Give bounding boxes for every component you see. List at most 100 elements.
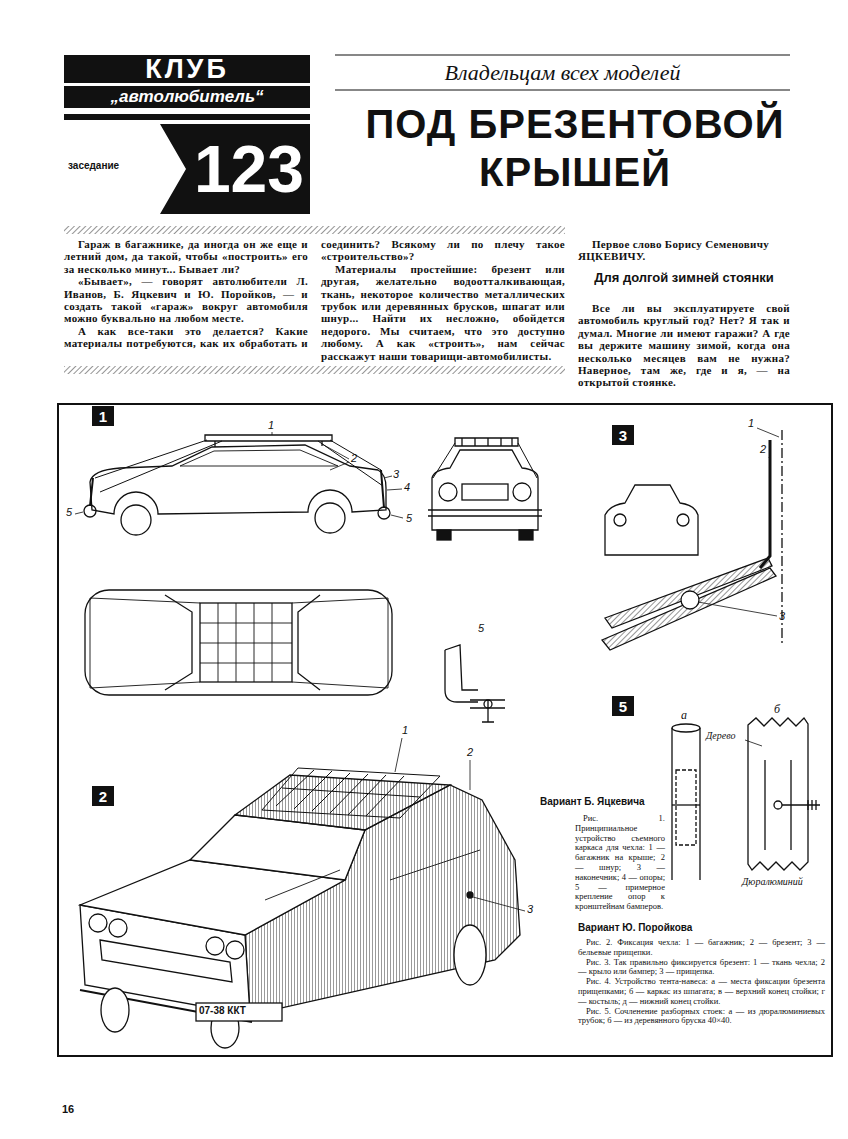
- line-art: [196, 1003, 282, 1021]
- line-art: [85, 590, 392, 695]
- line-art: [782, 800, 820, 810]
- figure-caption: Рис. 2. Фиксация чехла: 1 — багажник; 2 …: [578, 938, 825, 958]
- figure-caption: Рис. 1. Принципиальное устройство съемно…: [575, 814, 665, 912]
- line-art: [90, 445, 386, 514]
- callout-number: 5: [66, 506, 72, 518]
- club-plate: КЛУБ: [64, 55, 310, 83]
- line-art: [681, 591, 699, 609]
- line-art: [109, 919, 127, 937]
- line-art: [672, 728, 700, 880]
- callout-number: 3: [779, 610, 785, 622]
- line-art: [455, 438, 518, 446]
- line-art: [748, 718, 808, 870]
- line-art: [432, 450, 538, 530]
- callout-number: 1: [748, 417, 754, 429]
- node-text: 3: [619, 427, 627, 444]
- line-art: [335, 54, 790, 55]
- line-art: [760, 440, 770, 568]
- page-number: 16: [62, 1103, 74, 1115]
- callout-number: 4: [404, 481, 410, 493]
- line-art: [84, 505, 96, 517]
- figure-number-box: 1: [92, 406, 114, 426]
- line-art: [462, 484, 508, 500]
- line-art: [200, 603, 292, 682]
- license-plate: 07-38 ККТ: [199, 1005, 246, 1016]
- line-art: [437, 530, 451, 540]
- callout-number: 5: [478, 622, 484, 634]
- line-art: [519, 530, 533, 540]
- callout-number: 2: [351, 452, 357, 464]
- line-art: [121, 505, 151, 535]
- callout-number: 5: [406, 512, 412, 524]
- session-arrow: 123: [160, 124, 310, 214]
- line-art: [75, 432, 403, 518]
- line-art: [677, 514, 689, 526]
- line-art: [180, 450, 338, 466]
- article-title: ПОД БРЕЗЕНТОВОЙ КРЫШЕЙ: [345, 100, 805, 196]
- line-art: [89, 914, 107, 932]
- callout-number: 3: [393, 468, 399, 480]
- line-art: [605, 558, 772, 628]
- figure-number-box: 5: [612, 696, 634, 716]
- line-art: [433, 443, 537, 478]
- rubric-frame: Владельцам всех моделей: [335, 57, 790, 88]
- line-art: [265, 850, 480, 900]
- arrow-fill: [160, 124, 310, 214]
- intro-paragraph: «Бывает», — говорят автолюбители Л. Иван…: [64, 275, 308, 325]
- line-art: [672, 724, 700, 732]
- line-art: [428, 510, 542, 516]
- figure-caption: Рис. 3. Так правильно фиксируется брезен…: [578, 958, 825, 978]
- node-text: 5: [619, 698, 627, 715]
- fig1-front-view: [428, 438, 542, 540]
- line-art: [745, 740, 762, 746]
- line-art: [614, 514, 626, 526]
- variant-heading: Вариант Б. Яцкевича: [540, 796, 825, 808]
- captions-block: Вариант Б. ЯцкевичаРис. 1. Принципиально…: [540, 796, 825, 1026]
- line-art: [395, 738, 525, 911]
- node-text: КЛУБ: [145, 54, 229, 85]
- line-art: [470, 700, 505, 722]
- line-art: [676, 770, 696, 845]
- line-art: [206, 937, 224, 955]
- fig2-covered-car: [80, 738, 525, 1048]
- line-art: [445, 645, 478, 690]
- subheading: Для долгой зимней стоянки: [578, 270, 790, 285]
- callout-number: 3: [527, 903, 533, 915]
- line-art: [698, 428, 779, 616]
- line-art: [101, 988, 129, 1032]
- line-art: [90, 470, 384, 508]
- line-art: [605, 485, 698, 555]
- figure-frame: [58, 404, 832, 1056]
- line-art: [467, 892, 473, 898]
- body-paragraph: Все ли вы эксплуатируете свой автомобиль…: [578, 302, 790, 389]
- line-art: [205, 435, 332, 447]
- line-art: [90, 598, 388, 688]
- callout-number: 2: [760, 443, 766, 455]
- node-text: „автолюбитель“: [111, 87, 264, 107]
- lead-line: Первое слово Борису Семеновичу ЯЦКЕВИЧУ.: [578, 238, 790, 263]
- line-art: [774, 801, 782, 809]
- fig1-detail-bracket: [445, 645, 505, 722]
- node-text: 2: [99, 788, 107, 805]
- line-art: [378, 507, 390, 519]
- line-art: [64, 366, 565, 374]
- callout-number: 1: [268, 419, 274, 431]
- line-art: [165, 595, 320, 690]
- line-art: [200, 603, 292, 682]
- fig1-side-view: [75, 432, 403, 535]
- line-art: [64, 114, 310, 120]
- line-art: [513, 483, 531, 501]
- intro-paragraph: Материалы простейшие: брезент или другая…: [321, 263, 565, 362]
- line-art: [454, 925, 486, 985]
- material-label: Дерево: [706, 730, 735, 741]
- line-art: [484, 700, 492, 708]
- line-art: [235, 775, 450, 830]
- line-art: [335, 89, 790, 90]
- variant-letter: а: [681, 708, 687, 723]
- figure-number-box: 2: [92, 786, 114, 806]
- line-art: [672, 804, 700, 805]
- line-art: [262, 768, 440, 818]
- intro-paragraph: Гараж в багажнике, да иногда он же еще и…: [64, 238, 308, 275]
- variant-letter: б: [774, 702, 780, 717]
